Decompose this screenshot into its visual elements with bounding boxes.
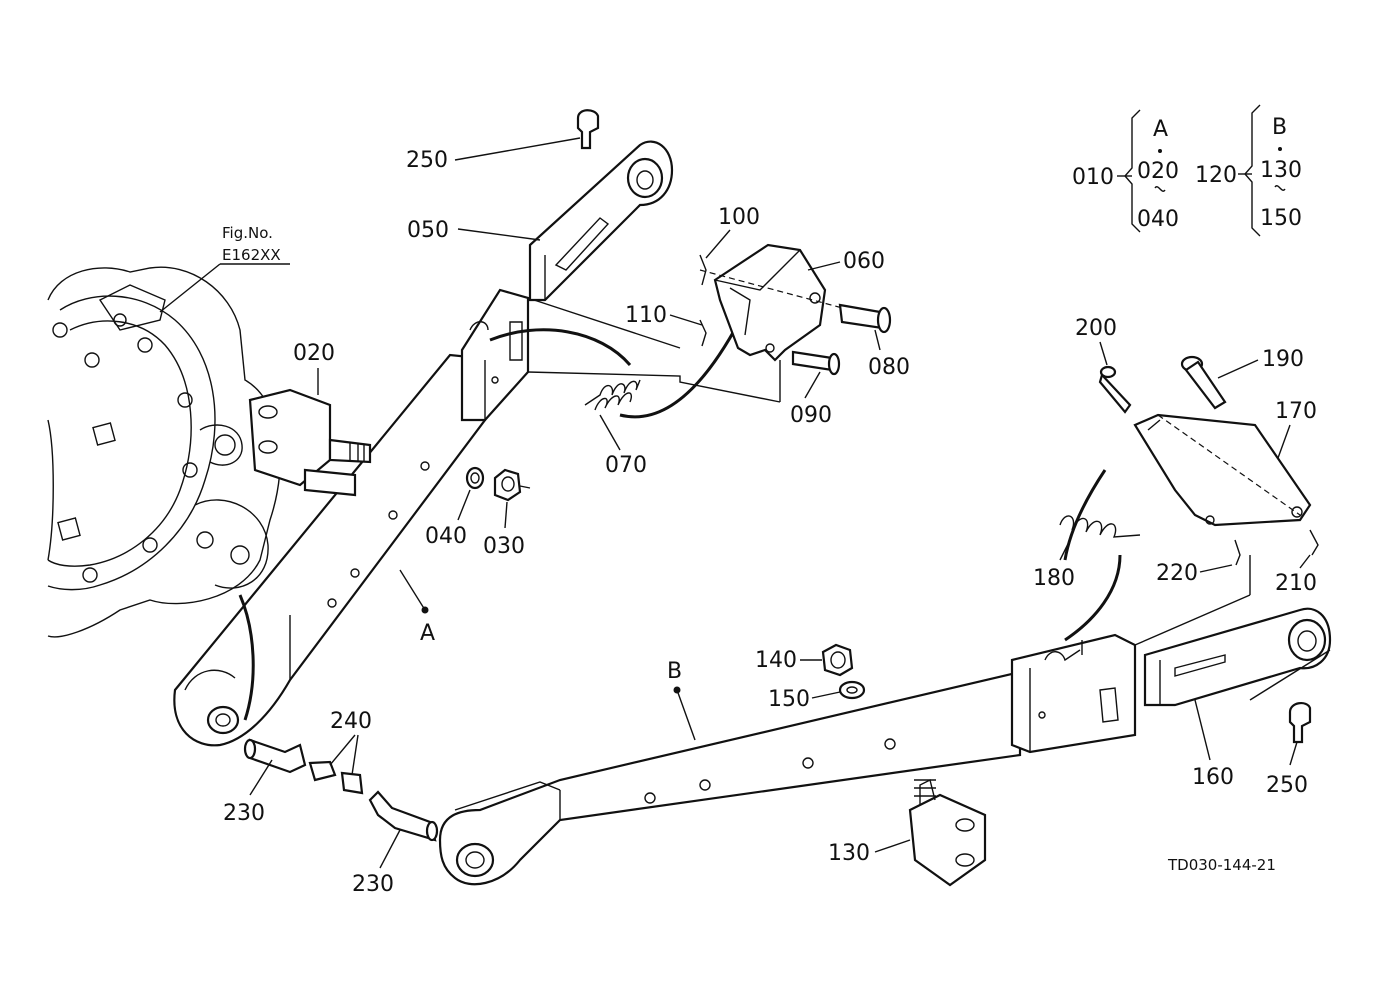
spring-070 [584, 379, 641, 411]
part-160-label: 160 [1192, 765, 1234, 790]
washer-040 [465, 466, 485, 490]
part-250-bottom-label: 250 [1266, 773, 1308, 798]
clevis-020 [248, 388, 372, 497]
part-150-label: 150 [768, 687, 810, 712]
bracket-160 [1143, 607, 1332, 707]
bolt-240 [308, 760, 364, 795]
pin-080 [838, 303, 892, 334]
part-230-lower-label: 230 [352, 872, 394, 897]
part-200-label: 200 [1075, 316, 1117, 341]
part-190-label: 190 [1262, 347, 1304, 372]
assembly-arrow [238, 594, 255, 721]
pin-250-top [576, 109, 600, 150]
transmission-housing [47, 266, 281, 638]
lower-link-b [438, 555, 1251, 886]
part-180-label: 180 [1033, 566, 1075, 591]
group-legend-b: 120 B 130 150 [1195, 104, 1302, 237]
part-250-top-label: 250 [406, 148, 448, 173]
pin-230-upper [243, 738, 307, 774]
part-090-label: 090 [790, 403, 832, 428]
washer-150 [838, 680, 866, 700]
part-030-label: 030 [483, 534, 525, 559]
part-020-label: 020 [293, 341, 335, 366]
group-b-head: B [1272, 115, 1287, 140]
part-210-label: 210 [1275, 571, 1317, 596]
part-080-label: 080 [868, 355, 910, 380]
nut-140 [821, 643, 854, 677]
part-110-label: 110 [625, 303, 667, 328]
part-140-label: 140 [755, 648, 797, 673]
cotter-pin-220 [1234, 539, 1241, 566]
cotter-pin-100 [699, 254, 707, 286]
fig-no-code: E162XX [222, 246, 281, 264]
group-b-parent: 120 [1195, 163, 1237, 188]
part-170-label: 170 [1275, 399, 1317, 424]
assembly-arrow [619, 319, 742, 419]
pin-190 [1180, 355, 1227, 410]
part-060-label: 060 [843, 249, 885, 274]
bracket-050 [528, 140, 674, 302]
group-b-last: 150 [1260, 206, 1302, 231]
group-legend-a: 010 A 020 040 [1072, 109, 1179, 233]
part-050-label: 050 [407, 218, 449, 243]
part-070-label: 070 [605, 453, 647, 478]
part-100-label: 100 [718, 205, 760, 230]
pin-250-bottom [1288, 702, 1312, 744]
arm-a-label: A [420, 621, 435, 646]
lower-link-a [173, 288, 781, 747]
cotter-pin-210 [1309, 529, 1319, 556]
cotter-pin-110 [699, 319, 707, 347]
part-130-label: 130 [828, 841, 870, 866]
clevis-130 [908, 778, 987, 887]
group-b-first: 130 [1260, 158, 1302, 183]
fig-no-label: Fig.No. [222, 224, 273, 242]
group-a-head: A [1153, 117, 1168, 142]
group-a-last: 040 [1137, 207, 1179, 232]
latch-170 [1133, 413, 1312, 527]
latch-060 [699, 243, 851, 362]
spring-180 [1059, 515, 1141, 538]
assembly-arrow [1063, 469, 1107, 561]
figure-reference: Fig.No. E162XX [159, 224, 290, 313]
assembly-arrow [1064, 554, 1122, 642]
assembly-arrow [489, 328, 632, 366]
pin-200 [1098, 365, 1132, 414]
part-230-upper-label: 230 [223, 801, 265, 826]
pin-090 [791, 350, 841, 376]
part-040-label: 040 [425, 524, 467, 549]
group-a-first: 020 [1137, 159, 1179, 184]
pin-230-lower [368, 790, 439, 842]
arm-b-label: B [667, 659, 682, 684]
part-220-label: 220 [1156, 561, 1198, 586]
drawing-code: TD030-144-21 [1167, 856, 1276, 874]
part-240-label: 240 [330, 709, 372, 734]
group-a-parent: 010 [1072, 165, 1114, 190]
nut-030 [493, 468, 522, 502]
